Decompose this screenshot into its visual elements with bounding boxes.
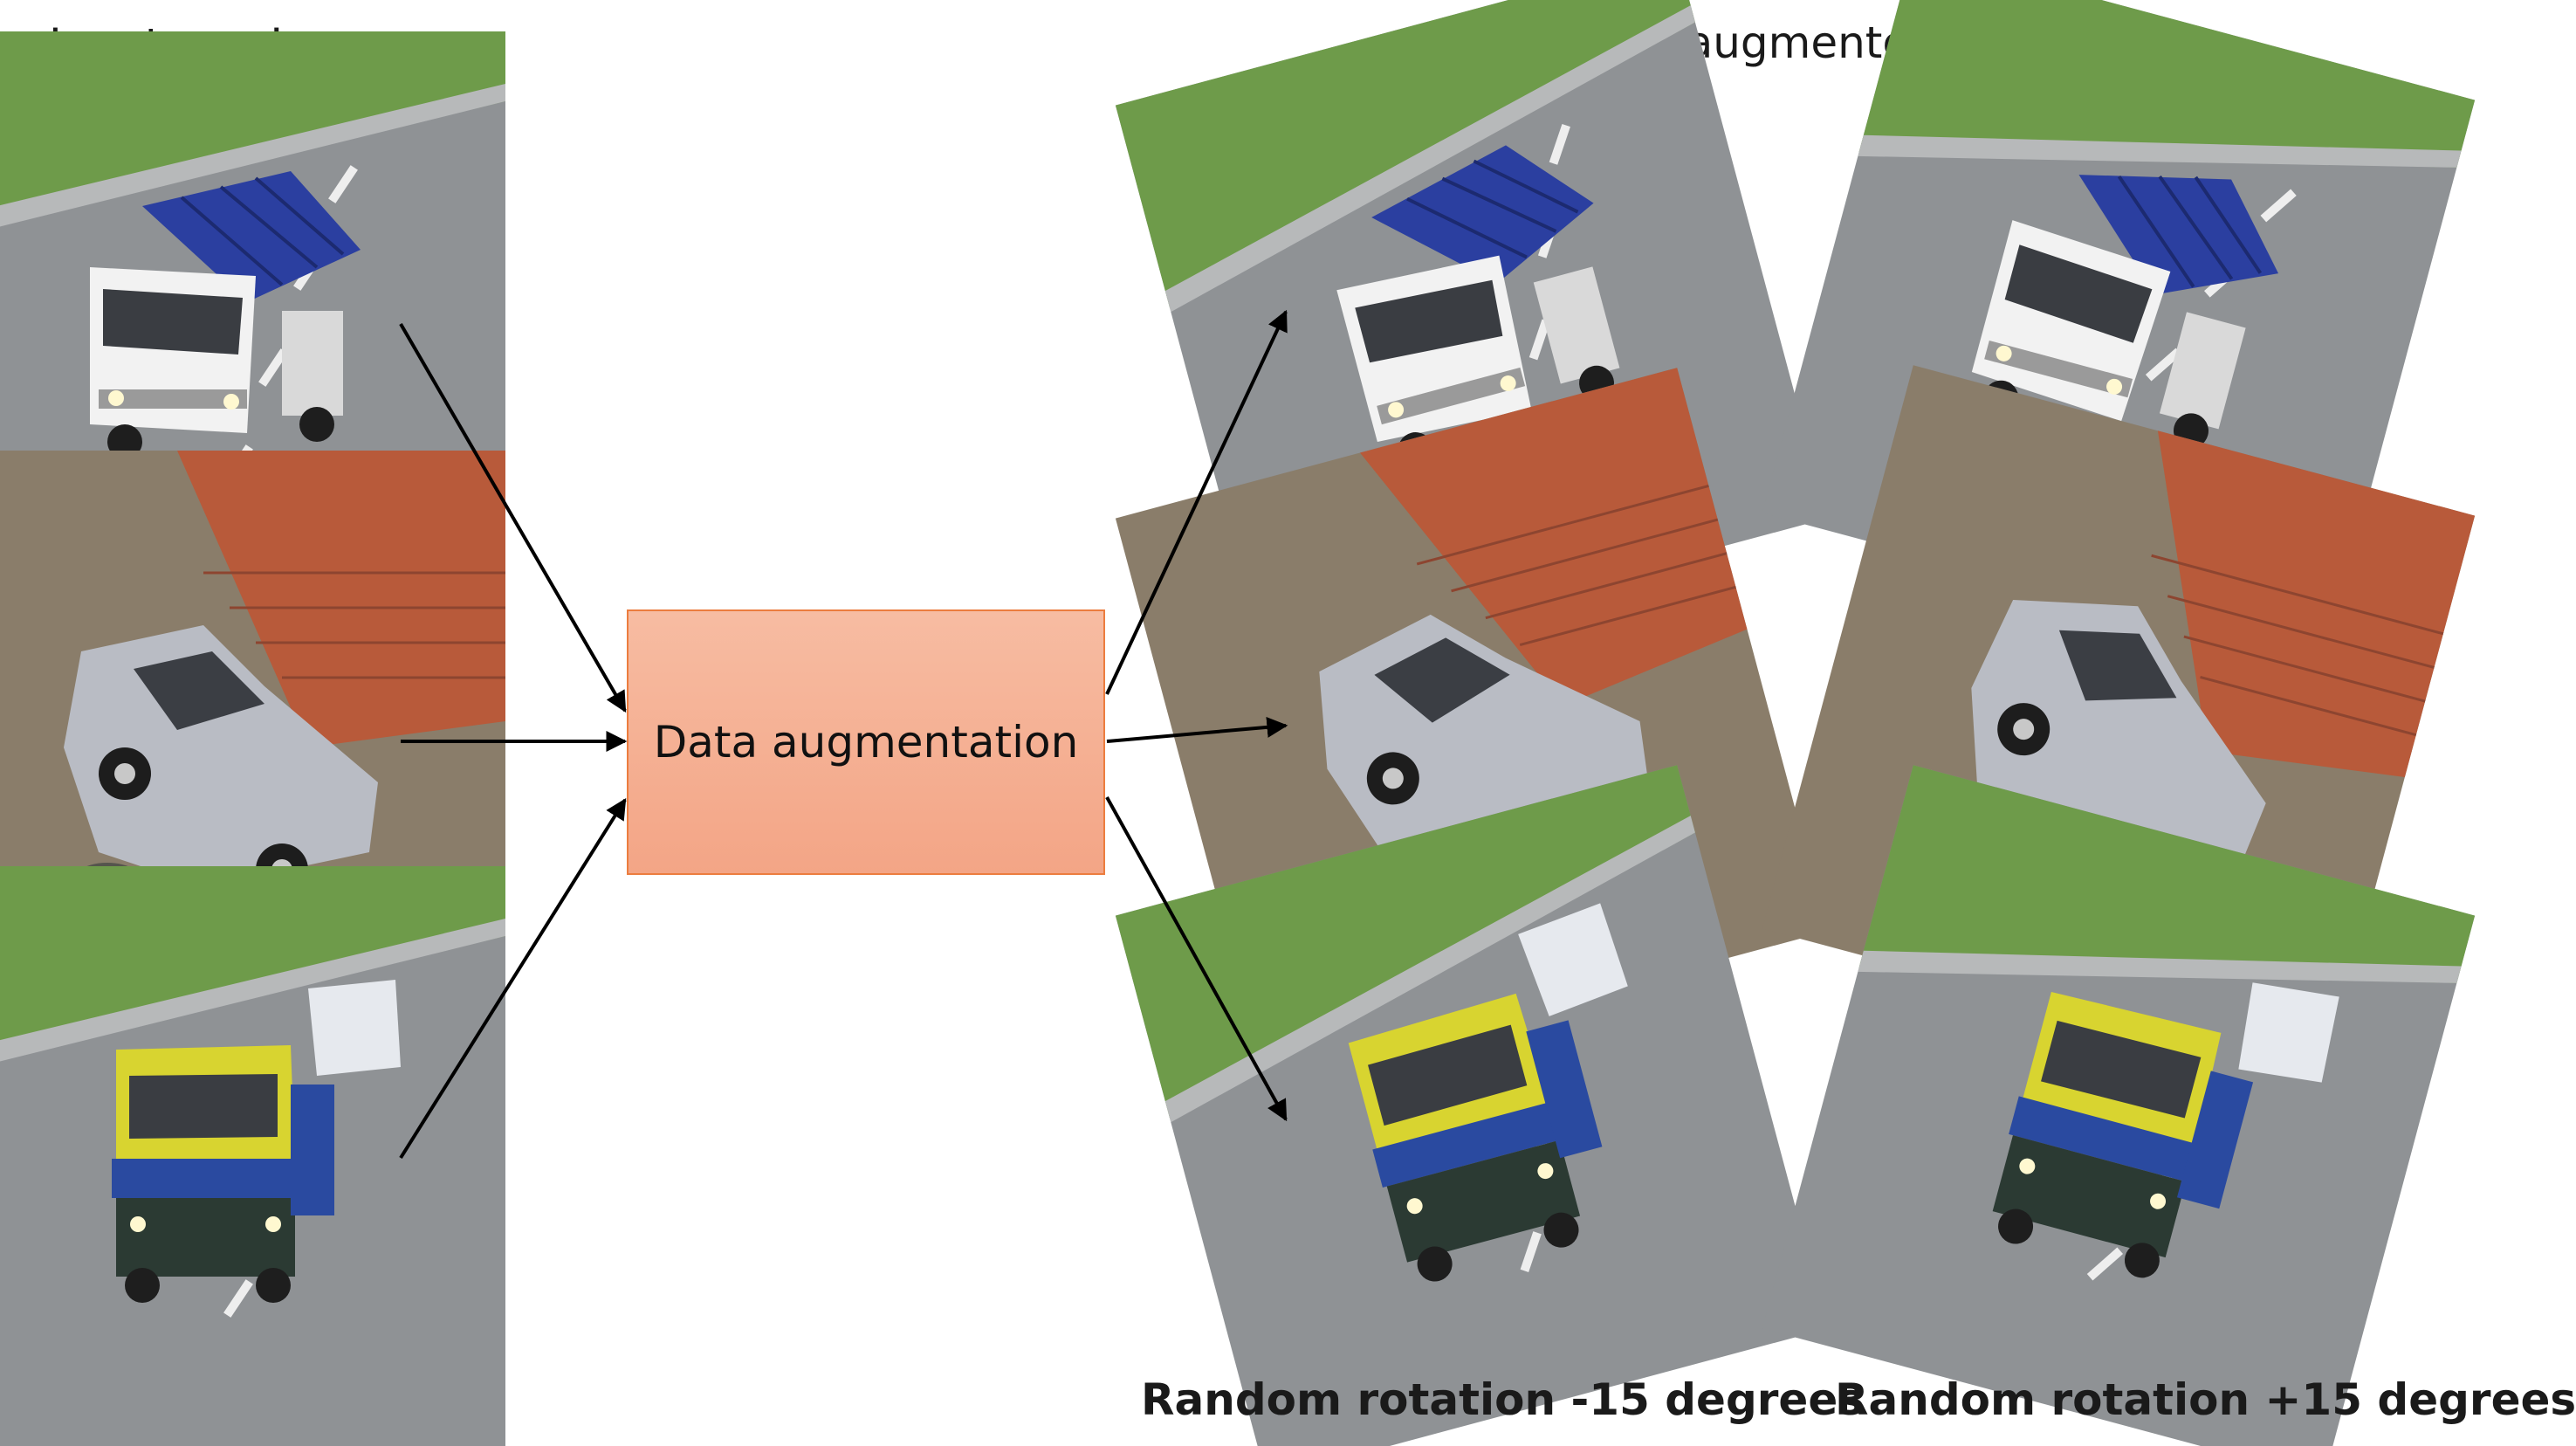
caption-rotation-positive: Random rotation +15 degrees [1835,1374,2576,1425]
truck-yellow-scene [1115,765,1829,1446]
truck-yellow-scene [0,866,505,1446]
input-image-truck-yellow [0,866,505,1446]
output-pos15-truck-yellow [1762,765,2476,1446]
caption-rotation-negative: Random rotation -15 degrees [1141,1374,1865,1425]
output-neg15-truck-yellow [1115,765,1829,1446]
data-augmentation-label: Data augmentation [653,717,1079,768]
truck-yellow-scene [1762,765,2476,1446]
data-augmentation-box: Data augmentation [627,609,1105,875]
